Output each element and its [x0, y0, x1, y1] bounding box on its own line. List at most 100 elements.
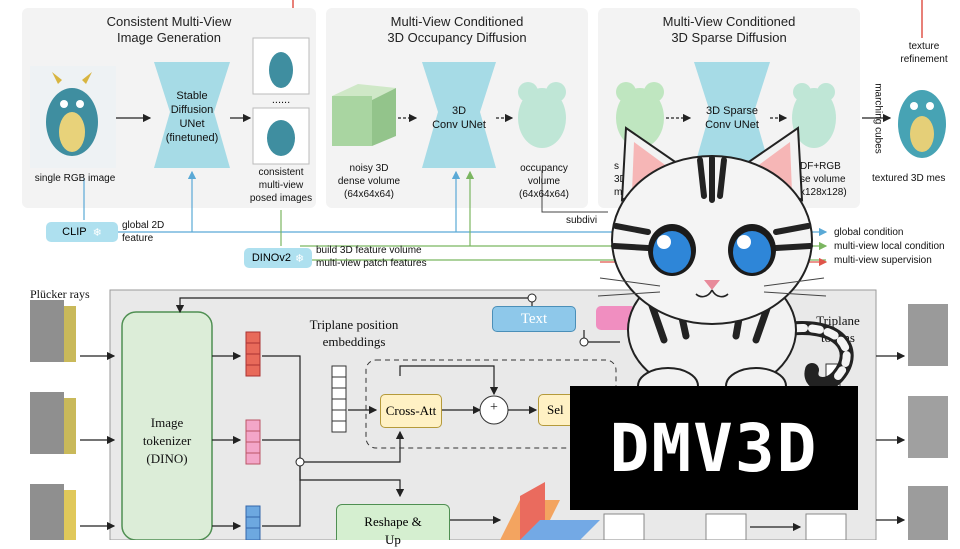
sparse-unet-shape	[694, 62, 770, 168]
triplane-pos-line1: Triplane position	[309, 317, 399, 332]
triplane-pos-label: Triplane position embeddings	[286, 316, 422, 350]
occupancy-line1: occupancy	[520, 163, 568, 174]
cross-att-box: Cross-Att	[380, 394, 442, 428]
render-thumb-2	[705, 513, 747, 540]
noisy-caption: noisy 3D dense volume (64x64x64)	[326, 162, 412, 201]
conv-unet-shape	[422, 62, 496, 168]
texture-line2: refinement	[900, 54, 948, 65]
panel2-title-line2: 3D Occupancy Diffusion	[387, 30, 527, 45]
input-image-stack-1	[30, 300, 76, 362]
token-stack-blue	[245, 505, 261, 540]
occupancy-line3: (64x64x64)	[518, 189, 570, 200]
conv-unet-line1: 3D	[451, 105, 467, 117]
dino-line1: build 3D feature volume	[316, 245, 422, 256]
consistent-line3: posed images	[249, 193, 313, 204]
render-thumb-3	[805, 513, 847, 540]
legend-local: multi-view local condition	[834, 241, 945, 252]
input-image-stack-2	[30, 392, 76, 454]
tokenizer-line2: tokenizer	[142, 433, 192, 448]
sparse-unet-line2: Conv UNet	[705, 119, 759, 131]
input-caption: single RGB image	[34, 173, 116, 184]
input-image-stack-3	[30, 484, 76, 540]
sd-unet-line2: Diffusion	[170, 104, 214, 116]
tokenizer-shape	[121, 311, 213, 540]
conv-unet-line2: Conv UNet	[432, 119, 486, 131]
occupancy-blob	[518, 82, 566, 148]
token-stack-red	[245, 331, 261, 377]
legend-supervision: multi-view supervision	[834, 255, 932, 266]
sparse-left-caption: s 3D me	[614, 160, 628, 199]
sd-unet-label: Stable Diffusion UNet (finetuned)	[154, 89, 230, 145]
thumbnail-dots: ......	[271, 94, 291, 106]
clip-label: CLIP	[62, 226, 87, 238]
triplane-position-embedding-stack	[331, 365, 347, 433]
sdf-caption: DF+RGB se volume x128x128)	[800, 160, 847, 199]
output-image-2	[908, 396, 948, 458]
sdf-line3: x128x128)	[800, 187, 847, 198]
snowflake-icon: ❄	[294, 252, 305, 265]
panel3-title: Multi-View Conditioned 3D Sparse Diffusi…	[598, 14, 860, 46]
dinov2-box: DINOv2 ❄	[244, 248, 312, 268]
triplane-planes	[500, 482, 600, 540]
cross-att-label: Cross-Att	[385, 403, 437, 418]
sparse-unet-label: 3D Sparse Conv UNet	[694, 104, 770, 132]
sparse-left-line2: 3D	[614, 174, 627, 185]
legend-global: global condition	[834, 227, 904, 238]
noisy-line1: noisy 3D	[349, 163, 389, 174]
render-thumb-1	[603, 513, 645, 540]
reshape-line1: Reshape &	[364, 514, 422, 529]
global-2d-caption: global 2D feature	[122, 219, 164, 245]
panel1-title-line2: Image Generation	[116, 30, 222, 45]
noisy-volume-cube	[332, 84, 396, 146]
add-node-label: +	[490, 400, 498, 415]
noisy-line2: dense volume	[337, 176, 401, 187]
sparse-left-line3: me	[614, 187, 628, 198]
panel1-title: Consistent Multi-View Image Generation	[22, 14, 316, 46]
text-input-box: Text	[492, 306, 576, 332]
text-input-label: Text	[520, 310, 548, 327]
occupancy-line2: volume	[527, 176, 561, 187]
conv-unet-label: 3D Conv UNet	[422, 104, 496, 132]
plucker-label: Plücker rays	[30, 287, 90, 301]
clip-box: CLIP ❄	[46, 222, 118, 242]
snowflake-icon: ❄	[92, 226, 102, 239]
output-image-1	[908, 304, 948, 366]
noisy-line3: (64x64x64)	[343, 189, 395, 200]
tokenizer-line3: (DINO)	[146, 451, 188, 466]
subdiv-caption: subdivi	[566, 215, 598, 226]
dmv3d-title: DMV3D	[609, 409, 819, 487]
sdf-line2: se volume	[800, 174, 846, 185]
sdf-line1: DF+RGB	[800, 161, 841, 172]
self-att-label: Sel	[547, 402, 564, 417]
global-2d-line1: global 2D	[122, 220, 165, 231]
consistent-line1: consistent	[258, 167, 304, 178]
panel3-title-line2: 3D Sparse Diffusion	[671, 30, 787, 45]
occupancy-caption: occupancy volume (64x64x64)	[504, 162, 584, 201]
dmv3d-title-banner: DMV3D	[570, 386, 858, 510]
sparse-left-line1: s	[614, 161, 619, 172]
consistent-line2: multi-view	[258, 180, 304, 191]
panel3-title-line1: Multi-View Conditioned	[662, 14, 796, 29]
triplane-pos-line2: embeddings	[322, 334, 386, 349]
multiview-thumbnails	[252, 37, 310, 165]
texture-line1: texture	[908, 41, 940, 52]
tokenizer-line1: Image	[150, 415, 184, 430]
textured-caption: textured 3D mes	[872, 173, 946, 184]
dino-captions: build 3D feature volume multi-view patch…	[316, 244, 427, 270]
dinov2-label: DINOv2	[251, 252, 291, 264]
panel1-title-line1: Consistent Multi-View	[106, 14, 232, 29]
sd-unet-shape	[154, 62, 230, 168]
sd-unet-line4: (finetuned)	[165, 132, 219, 144]
sd-unet-line1: Stable	[176, 90, 208, 102]
triplane-tokens-line1: Triplane	[816, 313, 860, 328]
dino-line2: multi-view patch features	[316, 258, 427, 269]
sparse-unet-line1: 3D Sparse	[706, 105, 758, 117]
tokenizer-label: Image tokenizer (DINO)	[122, 414, 212, 468]
texture-refinement-label: texture refinement	[894, 40, 954, 66]
panel2-title: Multi-View Conditioned 3D Occupancy Diff…	[326, 14, 588, 46]
legend: global condition multi-view local condit…	[834, 226, 945, 268]
output-image-3	[908, 486, 948, 540]
textured-dragon	[898, 90, 946, 158]
sd-unet-line3: UNet	[179, 118, 205, 130]
